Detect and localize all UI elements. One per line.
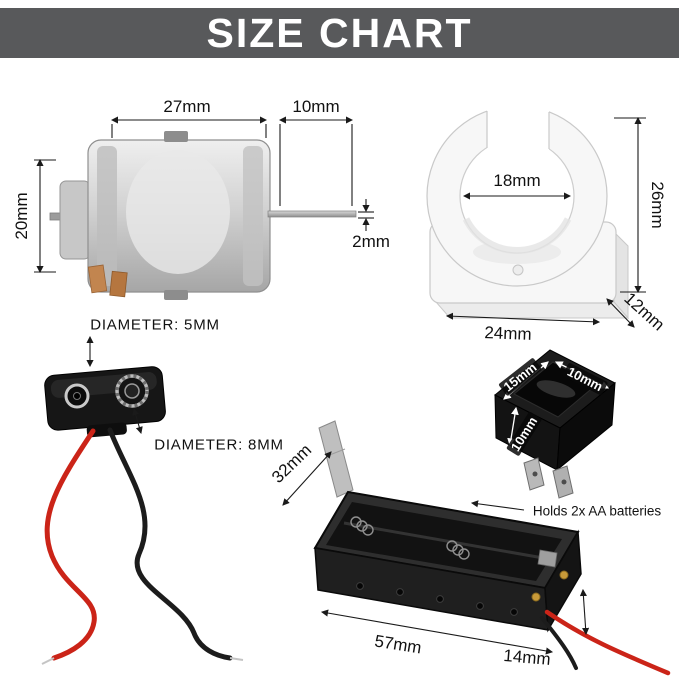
holder-rivet: [559, 570, 569, 580]
holder-metal-contact: [537, 549, 558, 568]
clamp-screw-hole: [512, 264, 524, 276]
clamp-dimension-lines: [445, 116, 646, 328]
clamp-inner-diameter-label: 18mm: [493, 171, 541, 190]
holder-dimension-lines: [282, 451, 590, 655]
motor-top-tab: [164, 131, 188, 142]
motor-terminal-copper: [109, 270, 128, 298]
clamp-height-label: 26mm: [648, 181, 667, 229]
motor-dimension-lines: [34, 116, 374, 274]
holder-red-wire: [544, 609, 671, 676]
motor-shaft: [267, 210, 357, 218]
motor-bottom-tab: [164, 290, 188, 300]
dc-motor-image: [49, 131, 357, 300]
connector-large-diameter-label: DIAMETER: 8MM: [154, 436, 284, 454]
holder-rivet: [531, 592, 541, 602]
connector-dimension-lines: [86, 335, 143, 435]
motor-rear-cap: [59, 180, 91, 260]
holder-height-label: 14mm: [502, 645, 552, 670]
page-title: SIZE CHART: [206, 9, 473, 56]
switch-right-face: [556, 381, 616, 472]
motor-terminal-copper: [87, 264, 108, 294]
holder-capacity-note: Holds 2x AA batteries: [532, 503, 662, 519]
holder-springs: [350, 516, 470, 560]
clamp-width-label: 24mm: [484, 323, 532, 344]
motor-shaft-length-label: 10mm: [292, 97, 340, 116]
connector-red-wire: [44, 428, 97, 661]
motor-width-label: 27mm: [163, 97, 211, 116]
motor-shaft-diameter-label: 2mm: [352, 232, 390, 251]
connector-black-wire: [107, 427, 233, 661]
pipe-clamp-image: [426, 98, 630, 320]
connector-small-diameter-label: DIAMETER: 5MM: [90, 316, 220, 334]
header-banner: SIZE CHART: [0, 8, 679, 58]
motor-height-label: 20mm: [12, 192, 31, 240]
battery-connector-image: [41, 366, 244, 665]
battery-holder-image: [313, 420, 671, 676]
